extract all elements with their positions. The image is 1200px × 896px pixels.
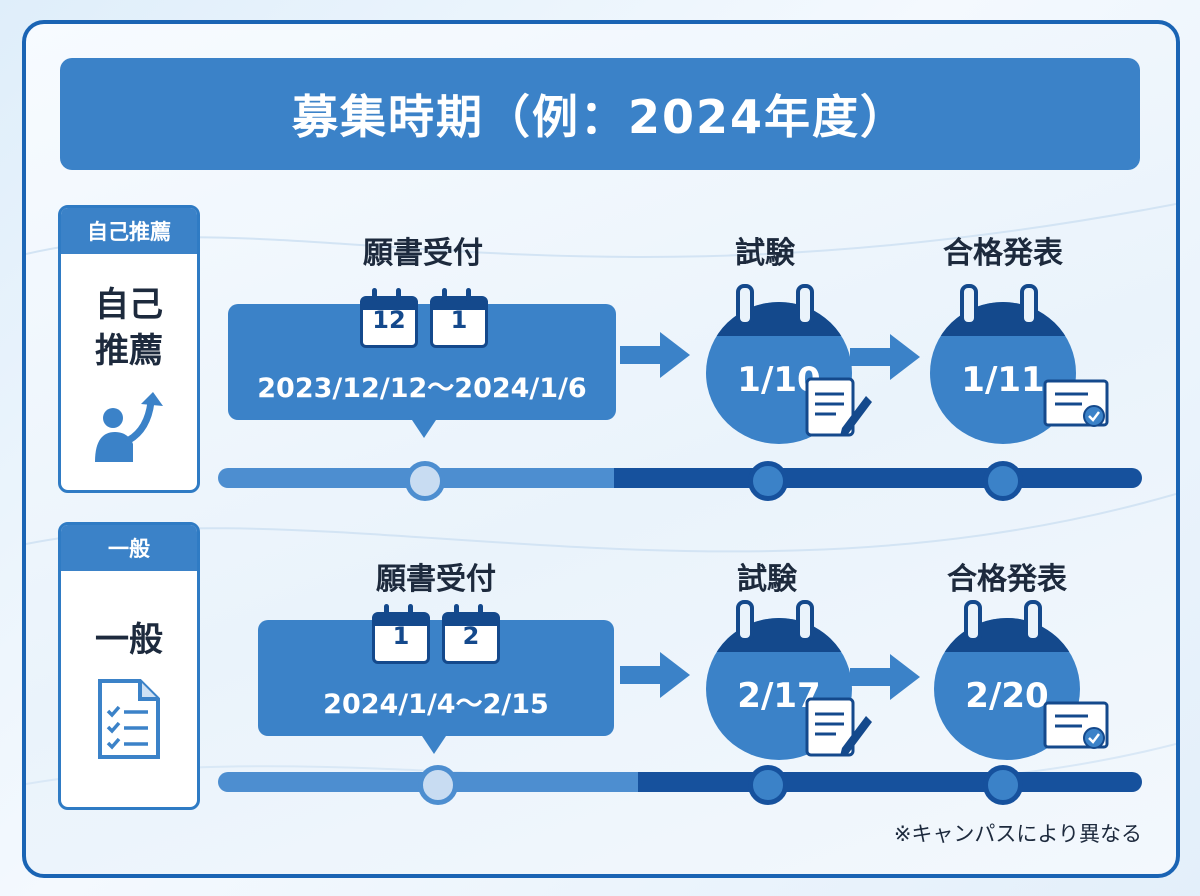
announcement-date: 1/11 — [961, 360, 1045, 400]
timeline-node-application — [405, 461, 445, 501]
application-period-box: 2023/12/12～2024/1/6 — [228, 304, 616, 438]
announcement-date: 2/20 — [965, 676, 1049, 716]
application-label: 願書受付 — [376, 562, 496, 597]
calendar-icon: 1 — [372, 604, 430, 664]
calendar-month: 1 — [392, 622, 410, 650]
calendar-month: 1 — [450, 306, 468, 334]
application-range: 2023/12/12～2024/1/6 — [257, 373, 587, 404]
arrow-right-icon — [850, 334, 920, 380]
document-pen-icon — [805, 377, 872, 437]
announcement-calendar: 1/11 — [930, 284, 1078, 444]
exam-label: 試験 — [737, 562, 797, 597]
timeline-node-announcement — [983, 765, 1023, 805]
category-card-self-recommendation: 自己推薦 自己 推薦 — [58, 205, 200, 493]
certificate-icon — [1043, 701, 1109, 749]
checklist-document-icon — [61, 677, 197, 761]
announcement-label: 合格発表 — [943, 236, 1063, 271]
application-label: 願書受付 — [363, 236, 483, 271]
arrow-right-icon — [620, 332, 690, 378]
category-label-line2: 推薦 — [95, 331, 163, 371]
calendar-month: 2 — [462, 622, 480, 650]
person-climbing-arrow-icon — [61, 388, 197, 468]
document-pen-icon — [805, 697, 872, 757]
arrow-right-icon — [620, 652, 690, 698]
category-card-general: 一般 一般 — [58, 522, 200, 810]
footnote: ※キャンパスにより異なる — [893, 822, 1142, 846]
category-tag: 一般 — [61, 525, 197, 571]
category-label-line1: 自己 — [95, 285, 163, 325]
calendar-icon: 12 — [360, 288, 418, 348]
certificate-icon — [1043, 379, 1109, 427]
category-tag: 自己推薦 — [61, 208, 197, 254]
calendar-icon: 1 — [430, 288, 488, 348]
timeline-node-application — [418, 765, 458, 805]
application-period-box: 2024/1/4～2/15 — [258, 620, 614, 754]
calendar-icon: 2 — [442, 604, 500, 664]
timeline-node-exam — [748, 765, 788, 805]
page-title: 募集時期（例：2024年度） — [60, 58, 1140, 170]
exam-label: 試験 — [735, 236, 795, 271]
timeline-node-announcement — [983, 461, 1023, 501]
calendar-month: 12 — [372, 306, 406, 334]
application-range: 2024/1/4～2/15 — [323, 689, 549, 720]
category-label-line1: 一般 — [95, 620, 163, 660]
timeline-node-exam — [748, 461, 788, 501]
announcement-label: 合格発表 — [947, 562, 1067, 597]
arrow-right-icon — [850, 654, 920, 700]
